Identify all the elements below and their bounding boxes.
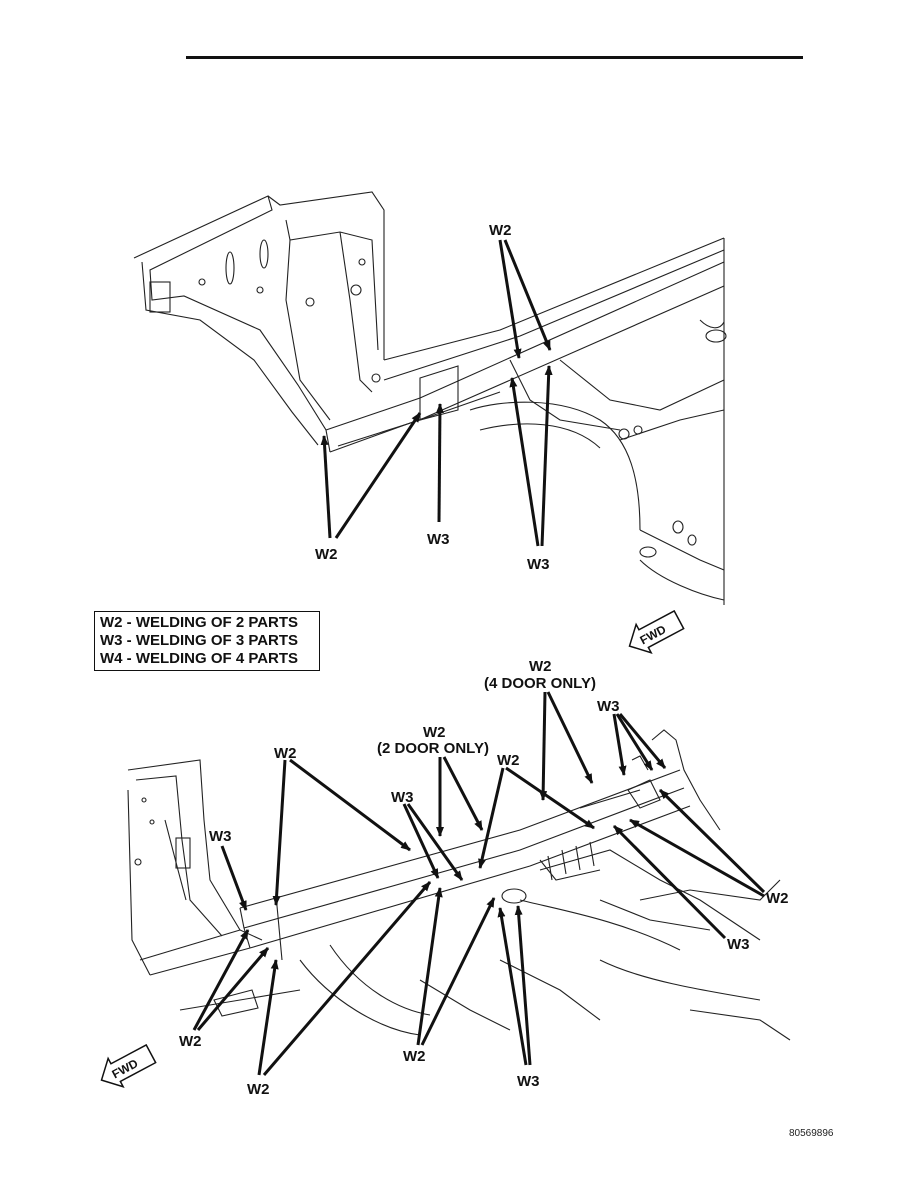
w3-label-top-right: W3	[597, 698, 620, 715]
upper-arrows	[320, 239, 553, 547]
w2-label-top-left: W2	[274, 745, 297, 762]
w3-label-left: W3	[209, 828, 232, 845]
w3-label-bottom: W3	[517, 1073, 540, 1090]
w2-label-2door: W2	[423, 724, 446, 741]
w3-label-right: W3	[527, 556, 550, 573]
w2-label-4door: W2	[529, 658, 552, 675]
lower-body-structure	[127, 729, 791, 1041]
w2-label-left: W2	[315, 546, 338, 563]
header-rule	[186, 56, 803, 59]
figure-id: 80569896	[789, 1128, 834, 1139]
legend-item-w3: W3 - WELDING OF 3 PARTS	[100, 632, 299, 649]
lower-arrows	[192, 691, 766, 1076]
w2-label-top: W2	[489, 222, 512, 239]
fwd-arrow-lower: FWD	[100, 1043, 157, 1088]
w3-label-mid: W3	[427, 531, 450, 548]
w2-label-bottom: W2	[247, 1081, 270, 1098]
weld-legend: W2 - WELDING OF 2 PARTS W3 - WELDING OF …	[94, 611, 320, 671]
w2-label-right: W2	[766, 890, 789, 907]
w2-label-top-mid: W2	[497, 752, 520, 769]
legend-item-w4: W4 - WELDING OF 4 PARTS	[100, 650, 299, 667]
w2-label-bottom-center: W2	[403, 1048, 426, 1065]
four-door-only-note: (4 DOOR ONLY)	[484, 675, 596, 692]
legend-item-w2: W2 - WELDING OF 2 PARTS	[100, 614, 299, 631]
w3-label-center: W3	[391, 789, 414, 806]
two-door-only-note: (2 DOOR ONLY)	[377, 740, 489, 757]
w2-label-bottom-left: W2	[179, 1033, 202, 1050]
w3-label-right: W3	[727, 936, 750, 953]
fwd-arrow-upper: FWD	[628, 609, 685, 654]
